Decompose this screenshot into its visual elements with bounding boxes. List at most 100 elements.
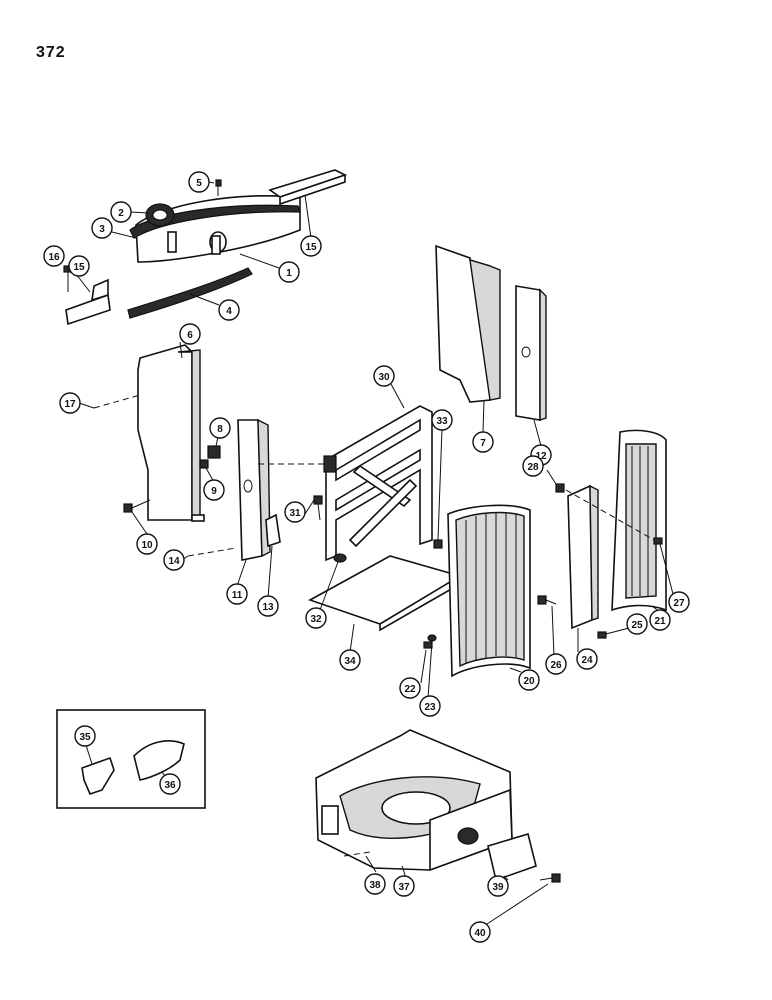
callout-23: 23 [419,695,441,717]
svg-text:7: 7 [480,438,486,449]
svg-text:10: 10 [141,540,153,551]
svg-text:12: 12 [535,451,547,462]
left-side-panel [137,344,205,522]
svg-text:38: 38 [369,880,381,891]
svg-text:6: 6 [187,330,193,341]
callout-34: 34 [339,649,361,671]
screw-5 [215,179,222,196]
callout-4: 4 [218,299,240,321]
svg-text:35: 35 [79,732,91,743]
svg-text:21: 21 [654,616,666,627]
svg-text:13: 13 [262,602,274,613]
callout-2: 2 [110,201,132,223]
svg-text:23: 23 [424,702,436,713]
callout-1: 1 [278,261,300,283]
bracket-13 [265,513,281,548]
callout-6: 6 [179,323,201,345]
callout-26: 26 [545,653,567,675]
callout-33: 33 [431,409,453,431]
clip-8-nut-9 [199,445,221,469]
leader-lines [69,181,674,925]
svg-text:39: 39 [492,882,504,893]
washer-32 [333,553,347,563]
svg-text:5: 5 [196,178,202,189]
gasket-ring [145,203,175,227]
callout-37: 37 [393,875,415,897]
inset-box [56,709,206,809]
callout-38: 38 [364,873,386,895]
callout-5: 5 [188,171,210,193]
bolt-17 [93,394,141,409]
callout-20: 20 [518,669,540,691]
svg-text:4: 4 [226,306,232,317]
callout-14: 14 [163,549,185,571]
bottom-tray [308,555,462,632]
callout-21: 21 [649,609,671,631]
callout-13: 13 [257,595,279,617]
callout-9: 9 [203,479,225,501]
svg-text:17: 17 [64,399,76,410]
side-grille-21 [611,429,667,612]
svg-text:34: 34 [344,656,356,667]
right-upper-panel-7 [435,244,501,403]
screw-22-washer-23 [423,634,437,649]
svg-text:31: 31 [289,508,301,519]
svg-text:20: 20 [523,676,535,687]
svg-text:2: 2 [118,208,124,219]
support-housing [315,729,513,872]
nut-33 [433,539,443,549]
svg-text:30: 30 [378,372,390,383]
svg-text:33: 33 [436,416,448,427]
svg-text:26: 26 [550,660,562,671]
callout-31: 31 [284,501,306,523]
callout-27: 27 [668,591,690,613]
svg-text:1: 1 [286,268,292,279]
svg-text:8: 8 [217,424,223,435]
callout-35: 35 [74,725,96,747]
screw-25 [597,631,607,639]
svg-text:32: 32 [310,614,322,625]
screw-27 [653,537,663,545]
callout-39: 39 [487,875,509,897]
bolt-38 [343,851,371,857]
callout-40: 40 [469,921,491,943]
callout-25: 25 [626,613,648,635]
callout-8: 8 [209,417,231,439]
front-grille [447,504,531,678]
callout-24: 24 [576,648,598,670]
callout-10: 10 [136,533,158,555]
alignment-dash-2 [565,489,655,541]
cover-plate-39 [487,832,537,882]
callout-22: 22 [399,677,421,699]
svg-text:36: 36 [164,780,176,791]
side-strip-24 [567,484,599,630]
svg-text:27: 27 [673,598,685,609]
svg-text:11: 11 [232,590,243,601]
bolt-14 [187,547,237,557]
vertical-strip-11 [237,418,271,561]
svg-text:15: 15 [73,262,85,273]
bracket-top-right [268,169,348,206]
callout-16: 16 [43,245,65,267]
svg-text:22: 22 [404,684,416,695]
svg-text:14: 14 [168,556,180,567]
svg-text:25: 25 [631,620,643,631]
svg-text:16: 16 [48,252,60,263]
callout-28: 28 [522,455,544,477]
bracket-left [65,278,111,326]
page-number: 372 [36,44,66,61]
bolt-10 [123,499,151,513]
callout-30: 30 [373,365,395,387]
callout-17: 17 [59,392,81,414]
callout-36: 36 [159,773,181,795]
callout-15-left: 15 [68,255,90,277]
svg-text:40: 40 [474,928,486,939]
bolt-26 [537,595,557,605]
svg-text:24: 24 [581,655,593,666]
svg-text:37: 37 [398,882,410,893]
callout-32: 32 [305,607,327,629]
callout-15-top: 15 [300,235,322,257]
svg-text:9: 9 [211,486,217,497]
callout-7: 7 [472,431,494,453]
